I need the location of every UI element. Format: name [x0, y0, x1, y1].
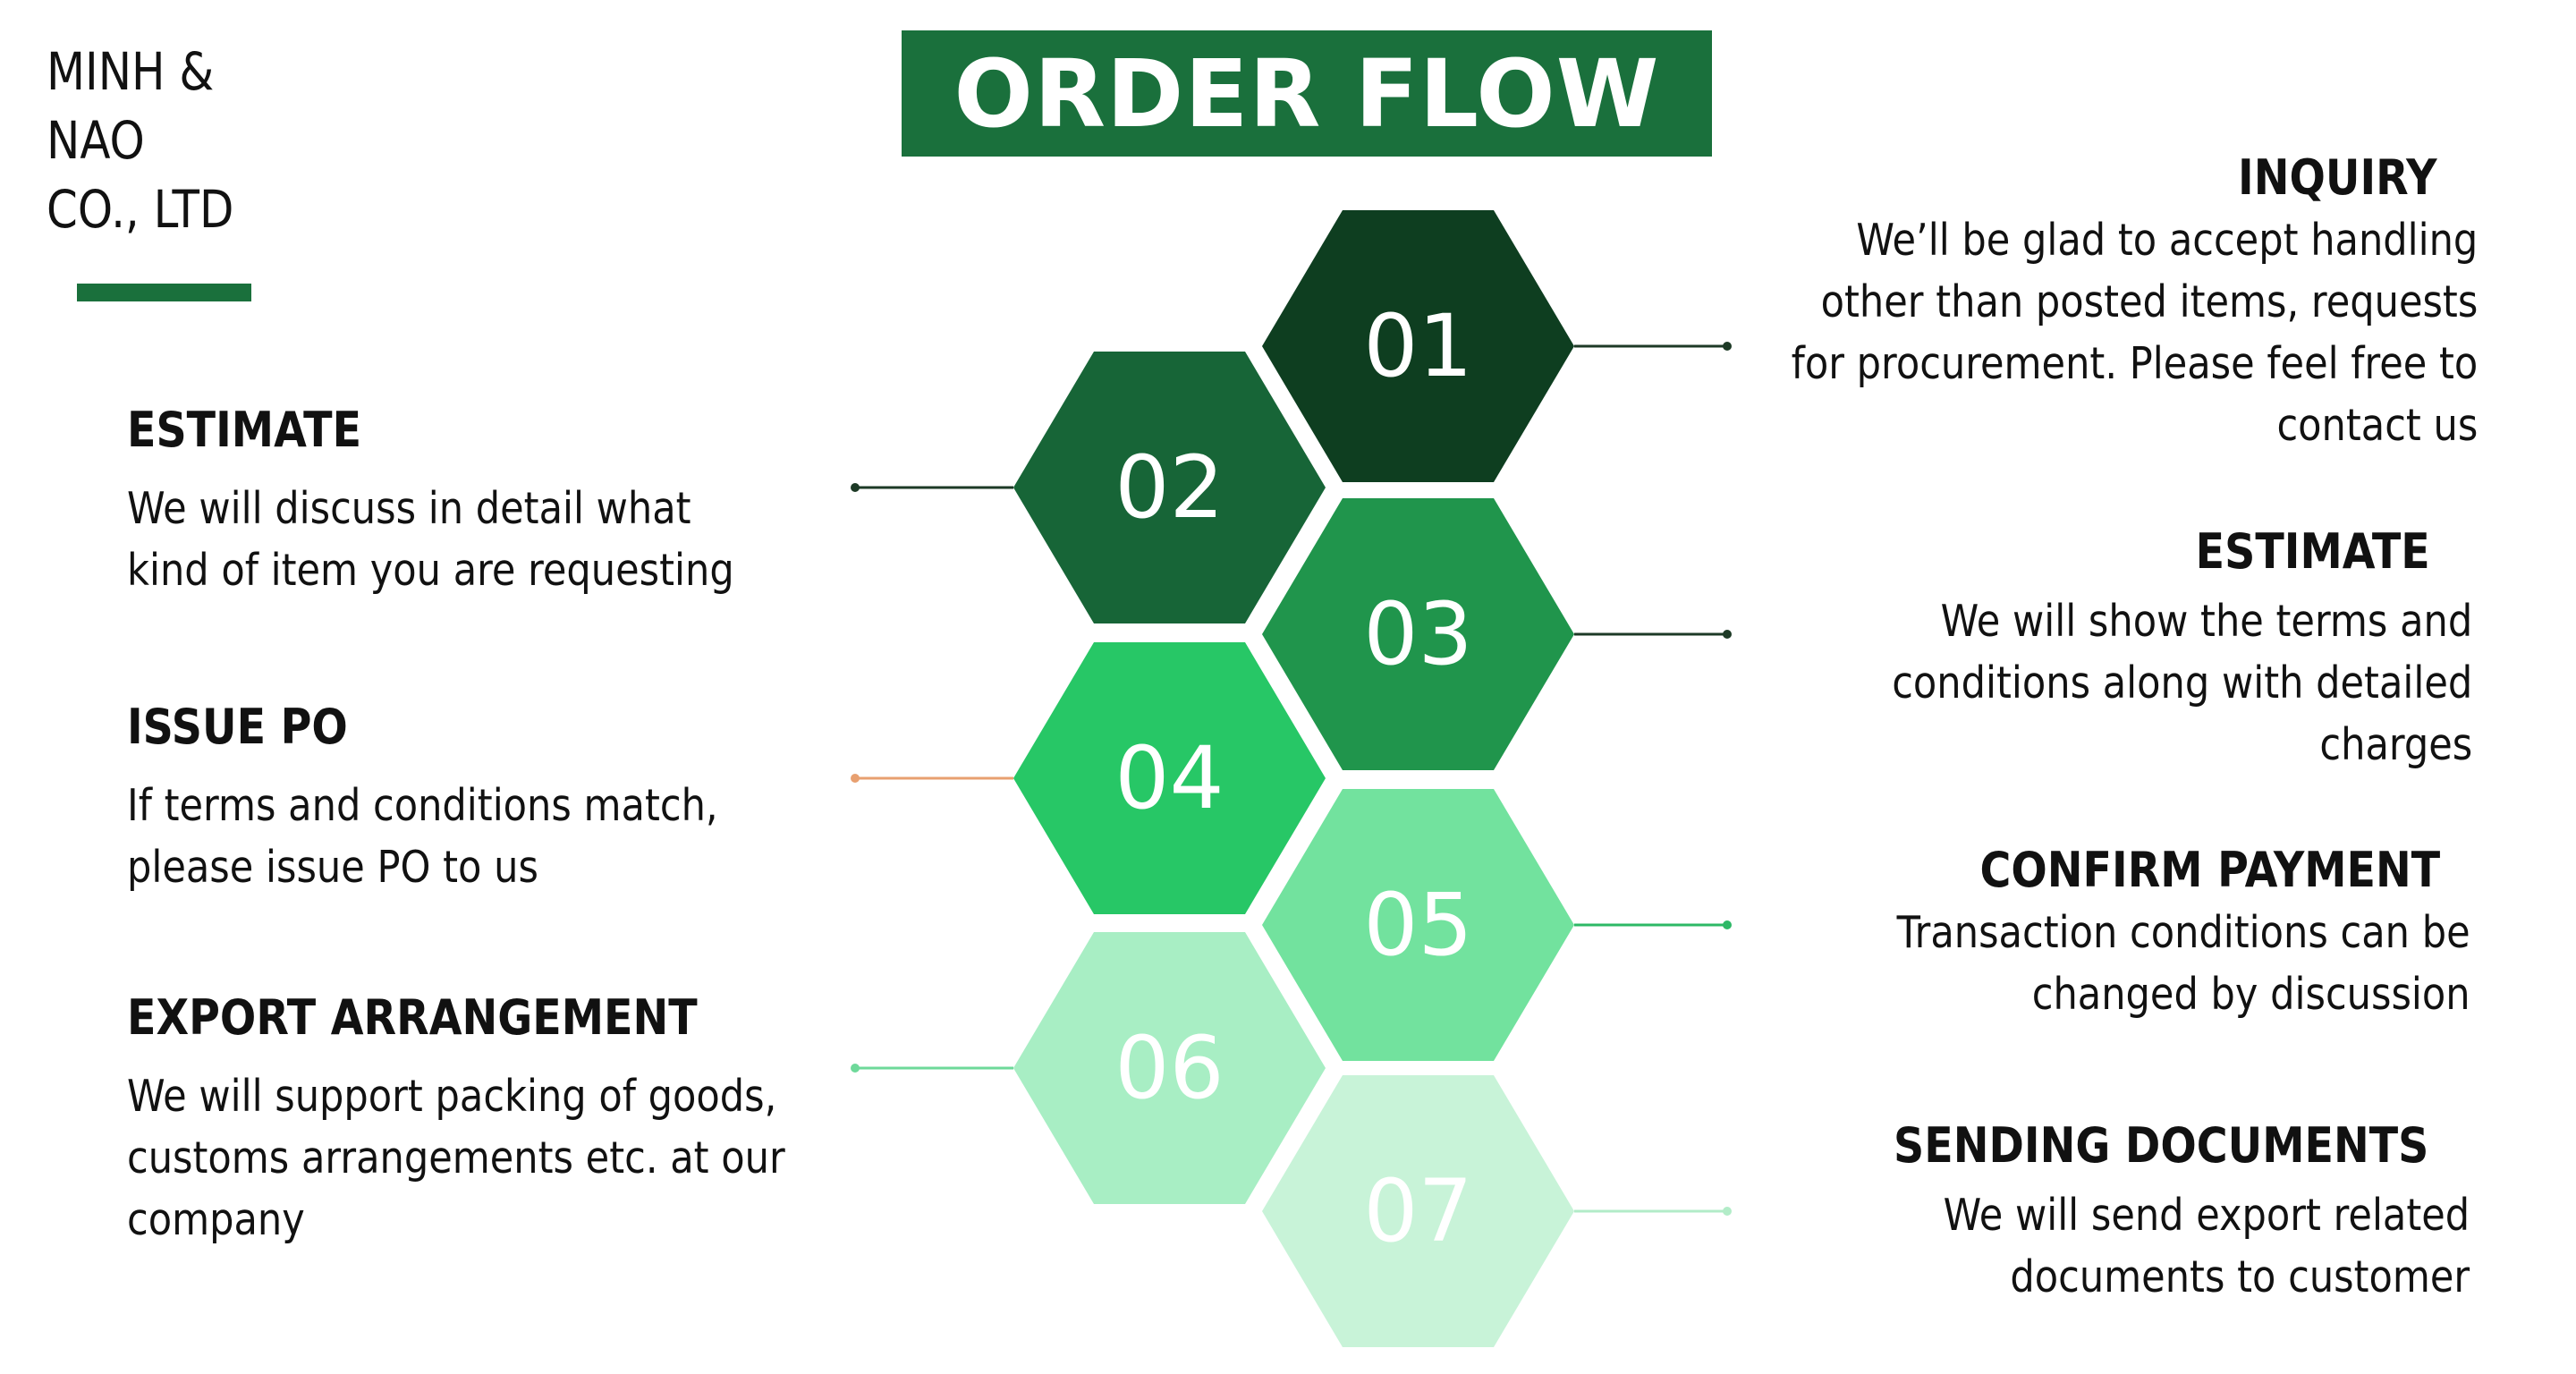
step-description-05: CONFIRM PAYMENT Transaction conditions c… [1818, 839, 2478, 1025]
step-number: 05 [1363, 875, 1472, 975]
step-body-line: other than posted items, requests [1820, 276, 2478, 327]
hexagon-shape [1262, 789, 1574, 1061]
hexagon-shape [1262, 1075, 1574, 1347]
title-banner: ORDER FLOW [902, 30, 1712, 157]
hexagon-shape [1262, 210, 1574, 482]
step-body-line: We’ll be glad to accept handling [1856, 215, 2478, 266]
step-number: 04 [1114, 728, 1224, 828]
hexagon-step-07: 07 [1262, 1075, 1574, 1347]
page-title: ORDER FLOW [953, 38, 1660, 148]
step-body-line: We will support packing of goods, [127, 1071, 777, 1122]
step-body-line: company [127, 1194, 305, 1245]
hexagon-shape [1013, 352, 1326, 623]
connector-dot [851, 483, 860, 492]
step-body-line: for procurement. Please feel free to [1791, 338, 2478, 389]
step-heading: INQUIRY [2237, 149, 2437, 206]
company-underline-divider [77, 284, 251, 301]
connector-dot [851, 774, 860, 783]
step-number: 01 [1363, 296, 1472, 396]
company-name-line: NAO [47, 110, 145, 171]
step-body-line: charges [2319, 719, 2473, 770]
hexagon-step-04: 04 [1013, 642, 1326, 914]
connector-dot [851, 1064, 860, 1073]
company-name: MINH & NAO CO., LTD [47, 38, 233, 244]
step-description-06: EXPORT ARRANGEMENT We will support packi… [127, 987, 875, 1251]
hexagon-shape [1013, 932, 1326, 1204]
hexagon-step-01: 01 [1262, 210, 1574, 482]
step-heading: SENDING DOCUMENTS [1894, 1117, 2429, 1174]
step-description-03: ESTIMATE We will show the terms and cond… [1812, 521, 2478, 776]
hexagon-shape [1262, 498, 1574, 770]
hexagon-step-05: 05 [1262, 789, 1574, 1061]
hexagon-step-03: 03 [1262, 498, 1574, 770]
step-body-line: conditions along with detailed [1892, 657, 2473, 708]
step-heading: ESTIMATE [2196, 523, 2431, 580]
connector-dot [1723, 1207, 1732, 1216]
step-body-line: We will send export related [1943, 1190, 2470, 1241]
step-number: 02 [1114, 437, 1224, 538]
step-heading: ISSUE PO [127, 699, 348, 755]
connector-dot [1723, 630, 1732, 639]
step-body-line: kind of item you are requesting [127, 545, 734, 596]
step-description-04: ISSUE PO If terms and conditions match, … [127, 696, 799, 898]
step-body-line: We will show the terms and [1941, 596, 2473, 647]
step-body-line: documents to customer [2010, 1251, 2470, 1302]
step-body-line: contact us [2276, 400, 2478, 451]
step-body-line: please issue PO to us [127, 842, 538, 893]
hexagon-shape [1013, 642, 1326, 914]
step-heading: ESTIMATE [127, 402, 362, 458]
step-body-line: changed by discussion [2031, 969, 2470, 1020]
step-body-line: Transaction conditions can be [1896, 907, 2470, 958]
step-description-02: ESTIMATE We will discuss in detail what … [127, 399, 817, 601]
hexagon-step-06: 06 [1013, 932, 1326, 1204]
step-heading: CONFIRM PAYMENT [1979, 842, 2440, 898]
step-description-07: SENDING DOCUMENTS We will send export re… [1814, 1115, 2478, 1308]
connector-dot [1723, 920, 1732, 929]
step-number: 03 [1363, 584, 1472, 684]
step-number: 06 [1114, 1018, 1224, 1118]
company-name-line: MINH & [47, 41, 215, 102]
step-number: 07 [1363, 1161, 1472, 1261]
step-heading: EXPORT ARRANGEMENT [127, 989, 698, 1046]
step-body-line: We will discuss in detail what [127, 483, 691, 534]
step-body-line: customs arrangements etc. at our [127, 1132, 785, 1183]
step-body-line: If terms and conditions match, [127, 780, 718, 831]
hexagon-step-02: 02 [1013, 352, 1326, 623]
connector-dot [1723, 342, 1732, 351]
step-description-01: INQUIRY We’ll be glad to accept handling… [1698, 147, 2478, 456]
company-name-line: CO., LTD [47, 179, 234, 240]
